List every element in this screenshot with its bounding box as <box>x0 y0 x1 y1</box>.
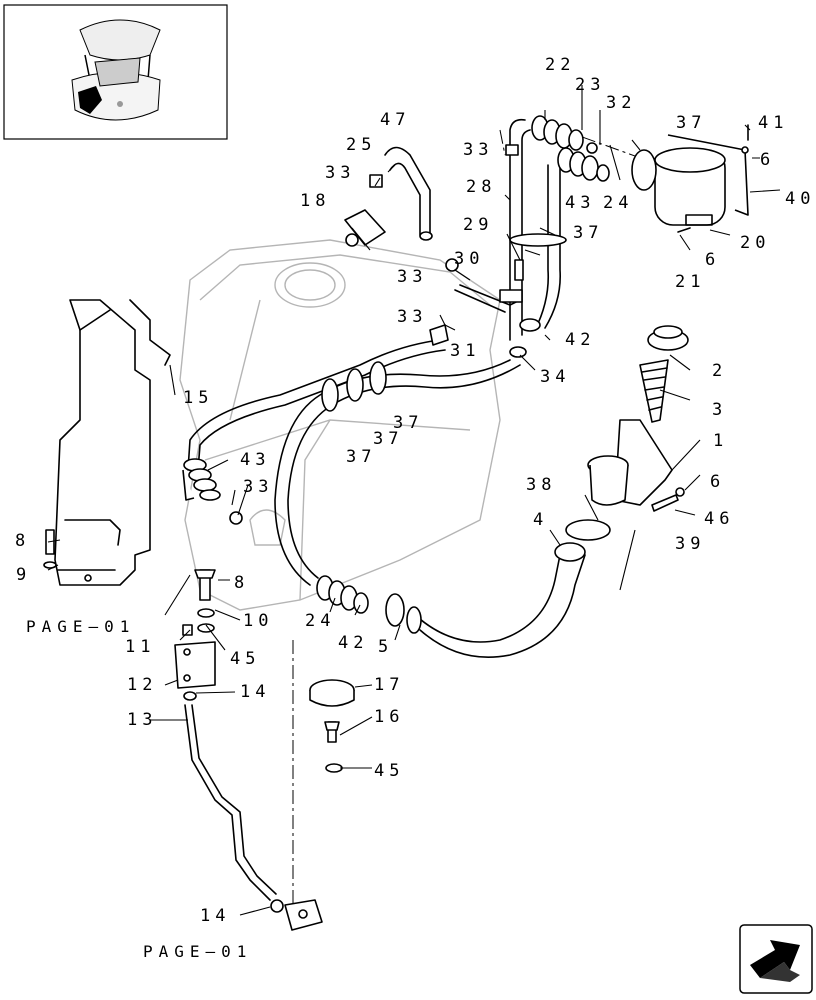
callout-28: 28 <box>466 177 496 197</box>
callout-6a: 6 <box>760 150 775 170</box>
callout-10: 10 <box>243 611 273 631</box>
callout-47: 47 <box>380 110 410 130</box>
callout-33b: 33 <box>463 140 493 160</box>
callout-39: 39 <box>675 534 705 554</box>
drain-hardware <box>43 529 355 931</box>
callout-45b: 45 <box>374 761 404 781</box>
callout-33e: 33 <box>243 477 273 497</box>
callout-37a: 37 <box>676 113 706 133</box>
navigation-arrow-icon[interactable] <box>739 924 813 994</box>
callout-6b: 6 <box>705 250 720 270</box>
callout-6c: 6 <box>710 472 725 492</box>
callout-3: 3 <box>712 400 727 420</box>
page-ref-top: PAGE—01 <box>26 617 135 636</box>
left-bracket <box>54 299 171 586</box>
callout-42b: 42 <box>338 633 368 653</box>
fuel-tank-outline <box>179 239 501 611</box>
callout-4: 4 <box>533 510 548 530</box>
callout-2: 2 <box>712 361 727 381</box>
callout-22: 22 <box>545 55 575 75</box>
clamps <box>183 115 611 627</box>
callout-37d: 37 <box>373 429 403 449</box>
callout-41: 41 <box>758 113 788 133</box>
callout-15: 15 <box>183 388 213 408</box>
callout-24a: 24 <box>603 193 633 213</box>
callout-30: 30 <box>454 249 484 269</box>
callout-33d: 33 <box>397 307 427 327</box>
machine-thumbnail-icon[interactable] <box>3 4 228 140</box>
callout-8a: 8 <box>15 531 30 551</box>
callout-46: 46 <box>704 509 734 529</box>
filler-neck <box>587 325 689 512</box>
callout-43b: 43 <box>240 450 270 470</box>
callout-12: 12 <box>127 675 157 695</box>
callout-11: 11 <box>125 637 155 657</box>
callout-21: 21 <box>675 272 705 292</box>
callout-42a: 42 <box>565 330 595 350</box>
callout-34: 34 <box>540 367 570 387</box>
callout-16: 16 <box>374 707 404 727</box>
leader-lines <box>47 85 781 916</box>
callout-32: 32 <box>606 93 636 113</box>
callout-38: 38 <box>526 475 556 495</box>
callout-20: 20 <box>740 233 770 253</box>
page-ref-bottom: PAGE—01 <box>143 942 252 961</box>
callout-9: 9 <box>16 565 31 585</box>
callout-8b: 8 <box>234 573 249 593</box>
callout-23: 23 <box>575 75 605 95</box>
callout-33a: 33 <box>325 163 355 183</box>
callout-33c: 33 <box>397 267 427 287</box>
callout-37c: 37 <box>393 413 423 433</box>
callout-25: 25 <box>346 135 376 155</box>
callout-43a: 43 <box>565 193 595 213</box>
filter-housing <box>631 124 749 233</box>
callout-14b: 14 <box>200 906 230 926</box>
callout-labels: 47 25 33 18 22 23 32 33 37 41 6 28 43 24… <box>15 55 815 961</box>
callout-37e: 37 <box>346 447 376 467</box>
callout-17: 17 <box>374 675 404 695</box>
callout-37b: 37 <box>573 223 603 243</box>
callout-1: 1 <box>713 431 728 451</box>
callout-31: 31 <box>450 341 480 361</box>
callout-5: 5 <box>378 637 393 657</box>
callout-13: 13 <box>127 710 157 730</box>
callout-24b: 24 <box>305 611 335 631</box>
fittings <box>182 142 598 525</box>
callout-18: 18 <box>300 191 330 211</box>
callout-14a: 14 <box>240 682 270 702</box>
callout-29: 29 <box>463 215 493 235</box>
callout-45a: 45 <box>230 649 260 669</box>
callout-40: 40 <box>785 189 815 209</box>
